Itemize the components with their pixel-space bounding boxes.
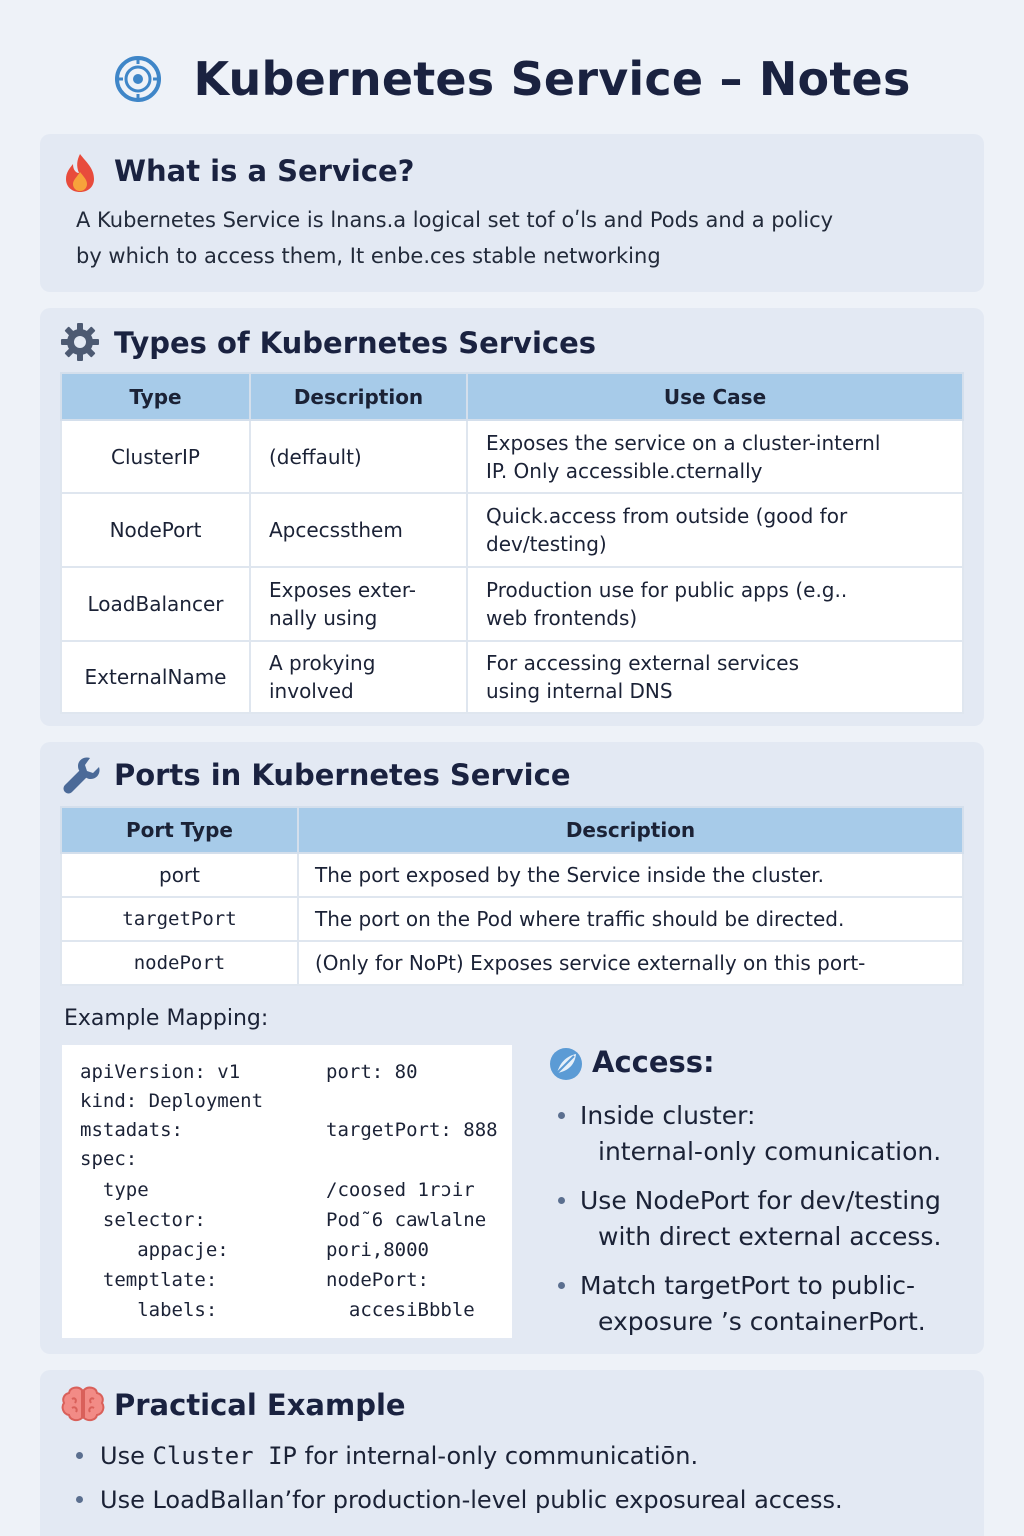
port-desc-cell: (Only for NoPt) Exposes service external…: [297, 940, 964, 986]
types-table: Type Description Use Case ClusterIP (def…: [60, 372, 964, 714]
type-cell: ClusterIP: [60, 419, 251, 494]
ports-col-description: Description: [297, 806, 964, 854]
what-is-heading: What is a Service?: [114, 154, 415, 188]
code-line: accesiBbble: [326, 1299, 475, 1321]
code-line: pori,8000: [326, 1239, 429, 1261]
brain-icon: [61, 1386, 105, 1422]
port-name-cell: port: [60, 852, 299, 898]
practical-item-prefix: Use: [100, 1442, 145, 1470]
types-heading: Types of Kubernetes Services: [114, 326, 597, 360]
desc-cell: Apcecssthem: [249, 492, 468, 568]
code-line: /coosed 1rɔir: [326, 1179, 475, 1201]
port-name-cell: nodePort: [60, 940, 299, 986]
ports-table: Port Type Description port The port expo…: [60, 806, 964, 986]
types-col-type: Type: [60, 372, 251, 421]
code-line: nodePort:: [326, 1269, 429, 1291]
desc-cell: Exposes exter-nally using: [249, 566, 468, 642]
code-line: selector:: [80, 1209, 206, 1231]
types-col-usecase: Use Case: [466, 372, 964, 421]
port-desc-cell: The port exposed by the Service inside t…: [297, 852, 964, 898]
code-line: apiVersion: v1: [80, 1061, 241, 1083]
desc-cell: (deffault): [249, 419, 468, 494]
type-cell: ExternalName: [60, 640, 251, 714]
ports-heading: Ports in Kubernetes Service: [114, 758, 571, 792]
usecase-cell: Exposes the service on a cluster-internl…: [466, 419, 964, 494]
types-col-description: Description: [249, 372, 468, 421]
flame-icon: [66, 154, 94, 192]
table-row: nodePort (Only for NoPt) Exposes service…: [60, 940, 964, 986]
access-list: Inside cluster: internal-only comunicati…: [556, 1098, 976, 1353]
code-line: Pod˜6 cawlalne: [326, 1209, 487, 1231]
code-line: kind: Deployment: [80, 1090, 264, 1112]
practical-item-text: for internal-only communicatiōn.: [304, 1442, 699, 1470]
leaf-icon: [550, 1048, 582, 1080]
practical-item-code: Cluster IP: [152, 1442, 297, 1470]
table-row: ClusterIP (deffault) Exposes the service…: [60, 419, 964, 494]
type-cell: LoadBalancer: [60, 566, 251, 642]
code-line: type: [80, 1179, 149, 1201]
type-cell: NodePort: [60, 492, 251, 568]
what-is-line-2: by which to access them, It enbe.ces sta…: [76, 244, 661, 268]
practical-panel: Practical Example Use Cluster IP for int…: [40, 1370, 984, 1536]
code-line: labels:: [80, 1299, 218, 1321]
code-line: temptlate:: [80, 1269, 218, 1291]
code-line: appacje:: [80, 1239, 229, 1261]
title-row: Kubernetes Service – Notes: [0, 44, 1024, 114]
usecase-cell: Production use for public apps (e.g..web…: [466, 566, 964, 642]
what-is-line-1: A Kubernetes Service is lnans.a logical …: [76, 208, 834, 232]
practical-heading: Practical Example: [114, 1388, 406, 1422]
list-item: Match targetPort to public- exposure ’s …: [556, 1268, 976, 1353]
table-row: LoadBalancer Exposes exter-nally using P…: [60, 566, 964, 642]
gear-icon: [61, 323, 99, 361]
code-line: targetPort: 888: [326, 1119, 498, 1141]
table-row: targetPort The port on the Pod where tra…: [60, 896, 964, 942]
example-mapping-label: Example Mapping:: [64, 1006, 269, 1031]
ports-col-type: Port Type: [60, 806, 299, 854]
table-row: NodePort Apcecssthem Quick.access from o…: [60, 492, 964, 568]
port-name-cell: targetPort: [60, 896, 299, 942]
list-item: Inside cluster: internal-only comunicati…: [556, 1098, 976, 1183]
code-line: mstadats:: [80, 1119, 183, 1141]
code-line: port: 80: [326, 1061, 418, 1083]
access-heading: Access:: [592, 1045, 715, 1079]
practical-item-text: Use LoadBallanʼfor production-level publ…: [100, 1486, 843, 1514]
list-item: Use NodePort for dev/testing with direct…: [556, 1183, 976, 1268]
port-desc-cell: The port on the Pod where traffic should…: [297, 896, 964, 942]
table-row: port The port exposed by the Service ins…: [60, 852, 964, 898]
kubernetes-target-icon: [115, 56, 162, 102]
wrench-icon: [63, 757, 100, 794]
page-title: Kubernetes Service – Notes: [193, 52, 911, 106]
code-line: spec:: [80, 1148, 138, 1170]
example-code-block: apiVersion: v1 kind: Deployment mstadats…: [62, 1045, 512, 1338]
what-is-service-panel: What is a Service? A Kubernetes Service …: [40, 134, 984, 292]
